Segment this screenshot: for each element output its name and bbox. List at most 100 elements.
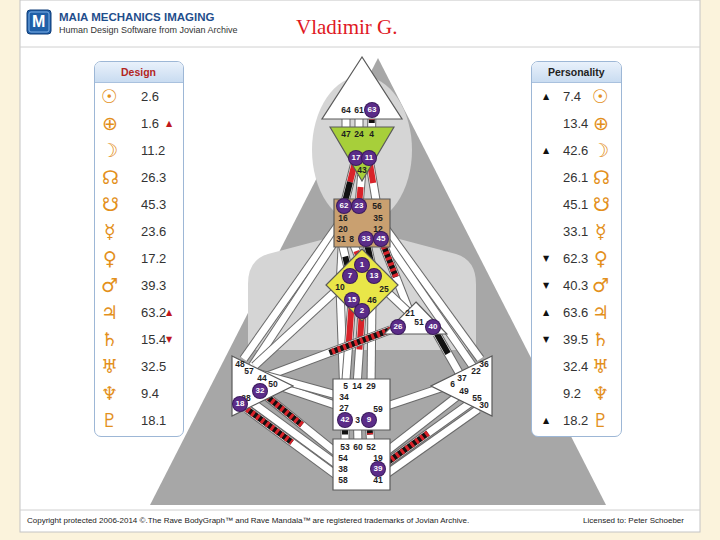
active-gate: 7 — [343, 269, 357, 283]
channel-outline — [381, 234, 472, 366]
channel — [437, 334, 459, 373]
gate-number: 61 — [353, 105, 365, 115]
planet-symbol: ☽ — [101, 139, 118, 161]
gate-number: 51 — [413, 317, 425, 327]
fixing-arrow: ▼ — [543, 254, 549, 263]
gate-label: 51 — [413, 317, 425, 327]
panel-header: Design — [95, 62, 183, 83]
channel-body — [381, 234, 472, 366]
center-shape — [330, 127, 394, 181]
activation-value: 39.5 — [563, 332, 588, 347]
gate-label: 34 — [338, 392, 350, 402]
activation-value: 62.3 — [563, 251, 588, 266]
gate-label: 16 — [337, 213, 349, 223]
planet-symbol: ♅ — [592, 355, 609, 377]
header-rule — [20, 47, 700, 48]
gate-label: 6 — [449, 379, 456, 389]
gate-label: 29 — [365, 381, 377, 391]
channel — [384, 409, 478, 476]
planet-symbol: ♃ — [101, 301, 118, 323]
gate-number: 48 — [234, 359, 246, 369]
channel — [244, 223, 340, 359]
fixing-arrow: ▲ — [543, 146, 549, 155]
active-gate: 40 — [426, 320, 440, 334]
gate-number: 20 — [337, 224, 349, 234]
gate-label: 62 — [337, 199, 351, 213]
gate-number: 64 — [340, 105, 352, 115]
gate-number: 21 — [404, 308, 416, 318]
planet-symbol: ♂ — [592, 274, 609, 296]
active-gate: 62 — [337, 199, 351, 213]
active-gate: 32 — [253, 384, 267, 398]
planet-symbol: ☋ — [102, 193, 119, 215]
planet-symbol: ♇ — [101, 409, 118, 431]
personality-activation — [247, 409, 292, 442]
fixing-arrow: ▼ — [166, 335, 172, 344]
planet-symbol: ♅ — [101, 355, 118, 377]
channel — [357, 318, 361, 381]
gate-label: 17 — [349, 151, 363, 165]
gate-label: 63 — [365, 103, 379, 117]
panel-heading: Personality — [548, 66, 605, 78]
gate-number: 52 — [365, 442, 377, 452]
planet-symbol: ☊ — [102, 166, 119, 188]
gate-label: 13 — [367, 269, 381, 283]
active-gate: 1 — [355, 258, 369, 272]
planet-symbol: ⊕ — [593, 112, 609, 134]
activation-value: 2.6 — [141, 89, 159, 104]
gate-label: 27 — [338, 403, 350, 413]
fixing-arrow: ▲ — [543, 308, 549, 317]
spleen-center: 48574450322818 — [231, 355, 294, 417]
planet-symbol: ♄ — [592, 328, 609, 350]
channel-outline — [252, 234, 339, 366]
channel-body — [384, 409, 478, 476]
gate-number: 43 — [356, 165, 368, 175]
planet-symbol: ☋ — [593, 193, 610, 215]
sacral-center: 514293427594239 — [332, 378, 391, 431]
gate-label: 38 — [337, 464, 349, 474]
activation-value: 18.2 — [563, 413, 588, 428]
gate-number: 53 — [339, 442, 351, 452]
gate-number: 4 — [368, 129, 375, 139]
fixing-arrow: ▲ — [166, 308, 172, 317]
active-gate: 13 — [367, 269, 381, 283]
gate-number: 46 — [366, 295, 378, 305]
channel-body — [385, 402, 471, 464]
center-shape — [334, 199, 390, 247]
planet-symbol: ☽ — [592, 139, 609, 161]
gate-label: 57 — [243, 366, 255, 376]
gate-label: 50 — [267, 379, 279, 389]
channel-body — [268, 330, 391, 376]
channel — [385, 402, 471, 464]
gate-label: 11 — [362, 151, 376, 165]
gate-number: 38 — [337, 464, 349, 474]
gate-label: 33 — [359, 232, 373, 246]
planet-symbol: ♀ — [594, 247, 608, 269]
throat-center: 622356163520123183345 — [333, 198, 391, 248]
active-gate: 33 — [359, 232, 373, 246]
center-shape — [326, 249, 398, 321]
gate-number: 5 — [342, 381, 349, 391]
gate-label: 14 — [351, 381, 363, 391]
gate-label: 40 — [426, 320, 440, 334]
personality-activation — [346, 182, 350, 199]
planet-symbol: ♂ — [101, 274, 118, 296]
ajna-center: 47244171143 — [329, 126, 395, 182]
channel-outline — [382, 223, 481, 359]
gate-label: 54 — [337, 453, 349, 463]
gate-number: 44 — [256, 373, 268, 383]
activation-value: 63.6 — [563, 305, 588, 320]
activation-value: 45.1 — [563, 197, 588, 212]
activation-value: 39.3 — [141, 278, 166, 293]
channel-outline — [384, 409, 478, 476]
gate-label: 22 — [470, 366, 482, 376]
channel-body — [382, 223, 481, 359]
channel-body — [437, 334, 459, 373]
gate-label: 18 — [233, 397, 247, 411]
gate-number: 56 — [371, 201, 383, 211]
design-activation — [360, 187, 361, 199]
planet-symbol: ☊ — [593, 166, 610, 188]
center-shape — [333, 439, 390, 490]
gate-label: 58 — [337, 475, 349, 485]
